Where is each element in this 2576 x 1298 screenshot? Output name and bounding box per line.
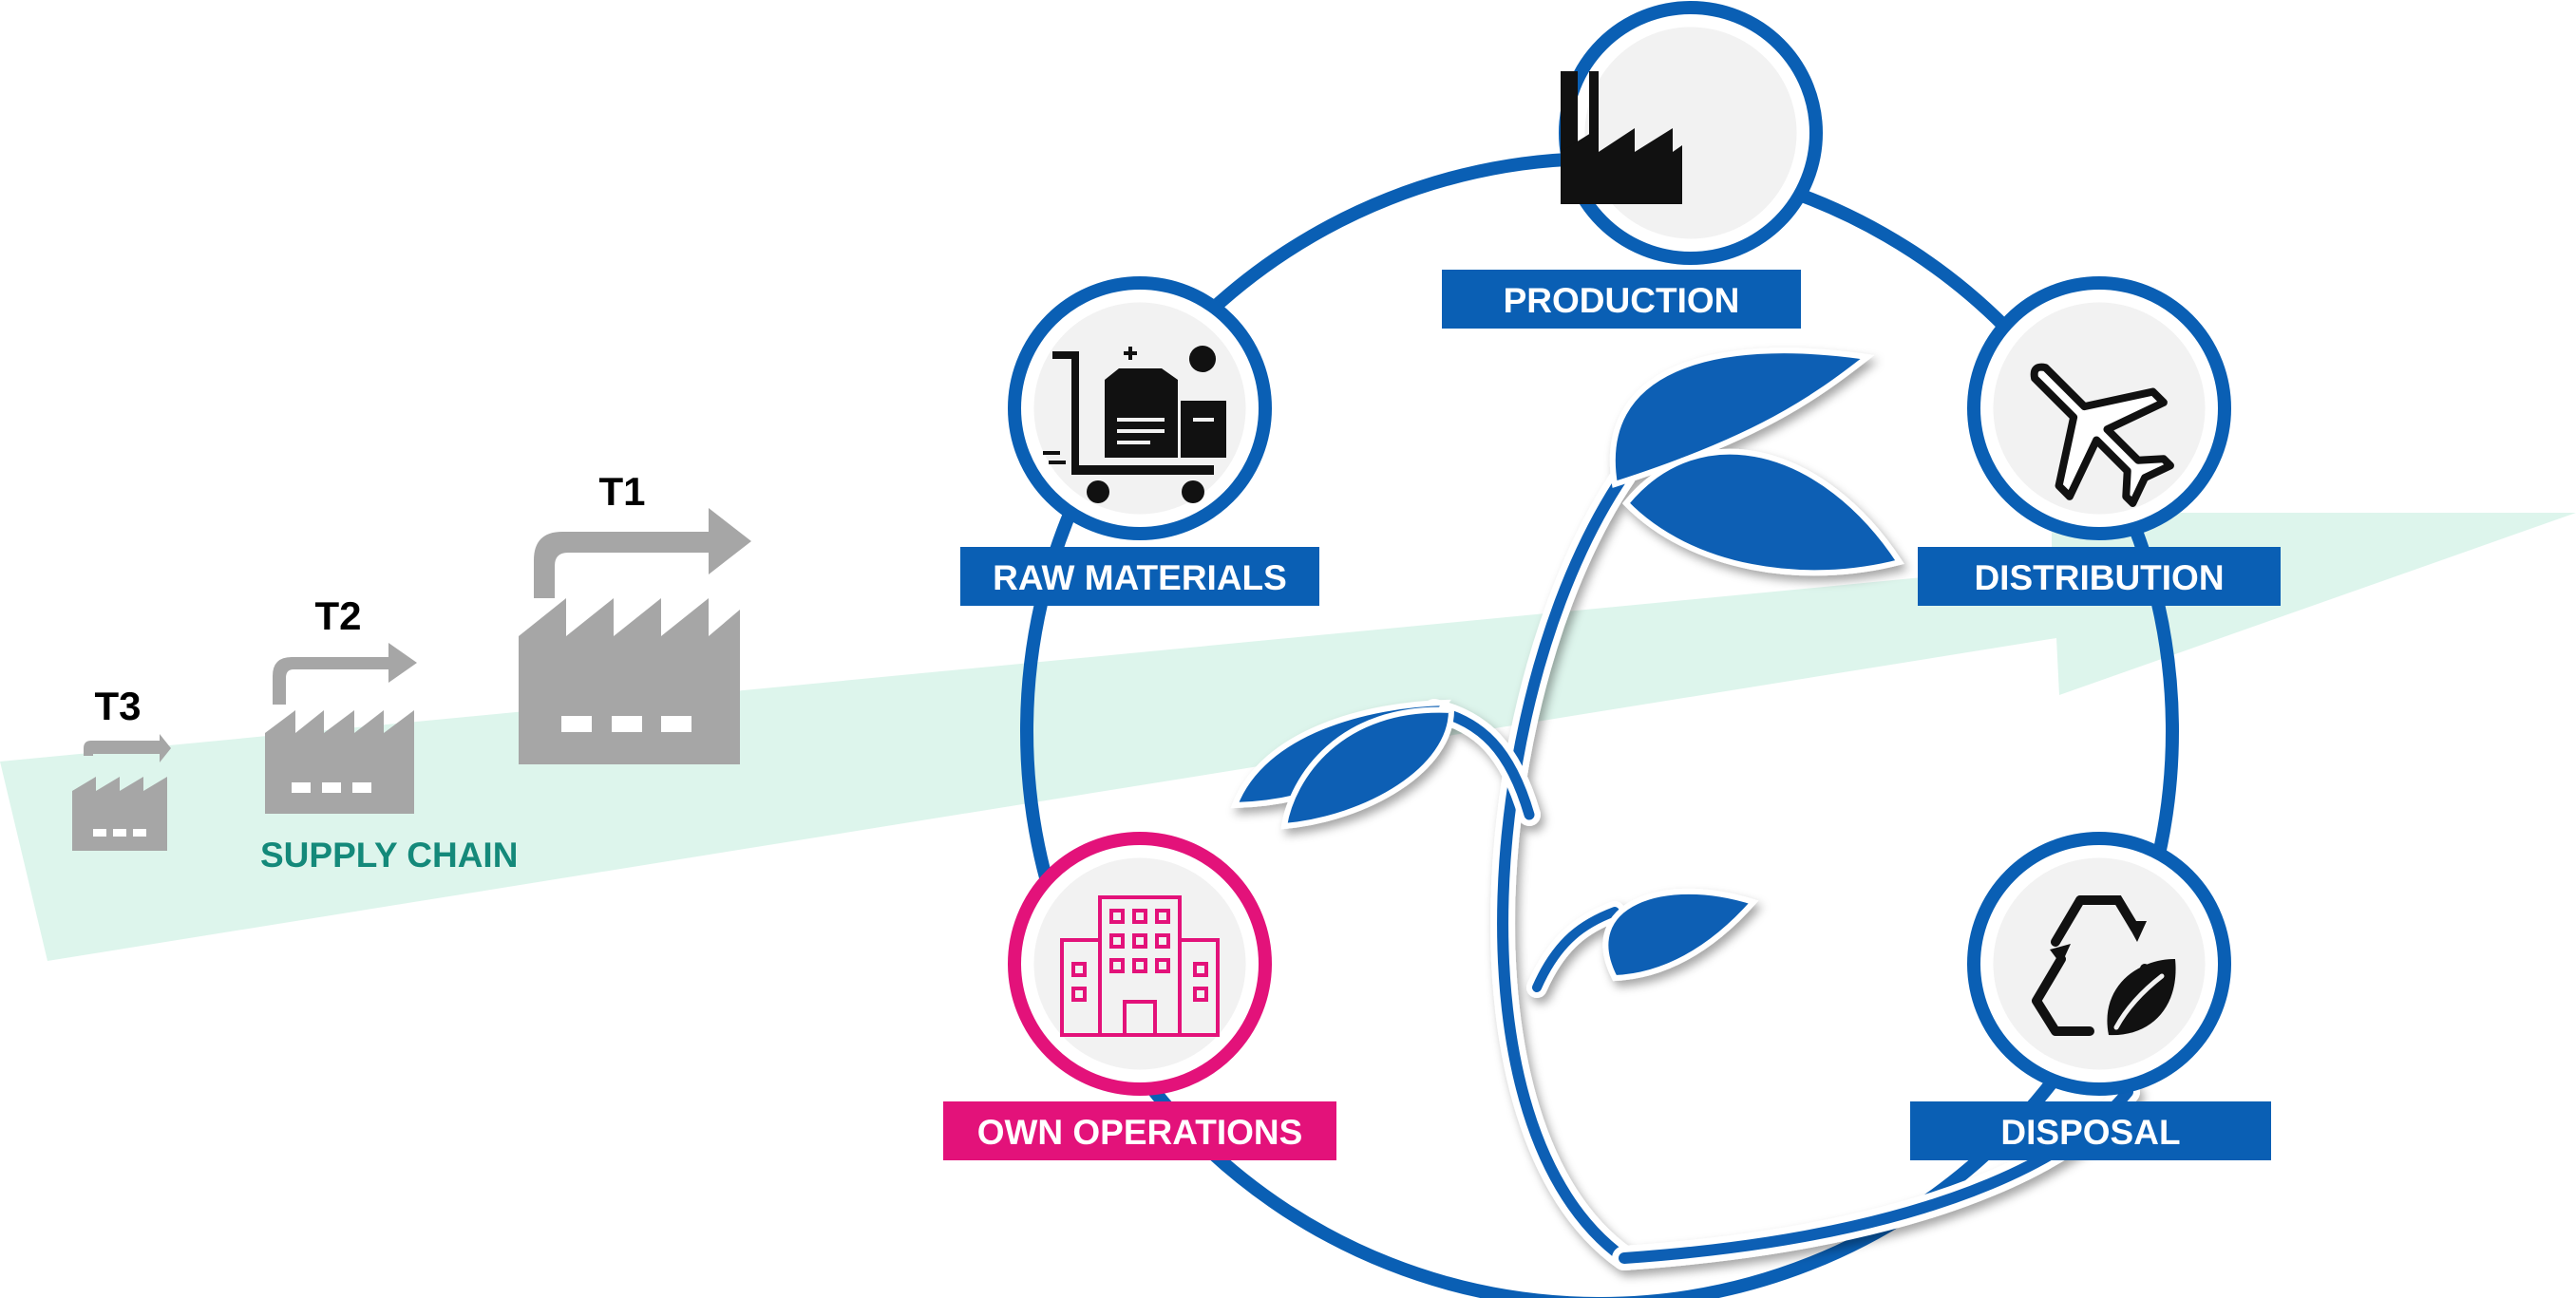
airplane-icon: [2030, 363, 2174, 507]
sprout-graphic: [1230, 348, 2140, 1270]
stage-label-own-operations: OWN OPERATIONS: [977, 1113, 1303, 1152]
tier-label-t3: T3: [94, 684, 141, 728]
stage-label-distribution: DISTRIBUTION: [1974, 558, 2224, 597]
office-building-icon: [1060, 895, 1220, 1037]
stage-own-operations: OWN OPERATIONS: [943, 832, 1336, 1160]
tier-2-factory-icon: [265, 643, 417, 814]
factory-icon: [1561, 71, 1682, 204]
tier-label-t2: T2: [314, 593, 361, 638]
stage-label-disposal: DISPOSAL: [2000, 1113, 2180, 1152]
stage-distribution: DISTRIBUTION: [1918, 276, 2281, 606]
tier-1-factory-icon: [519, 508, 751, 764]
tier-label-t1: T1: [598, 469, 645, 514]
stage-production: PRODUCTION: [1442, 1, 1823, 329]
supply-chain-label: SUPPLY CHAIN: [260, 836, 518, 875]
tier-3-factory-icon: [72, 734, 171, 851]
stage-label-raw-materials: RAW MATERIALS: [993, 558, 1287, 597]
stage-raw-materials: RAW MATERIALS: [960, 276, 1319, 606]
stage-disposal: DISPOSAL: [1910, 832, 2271, 1160]
supply-chain-arrow: [0, 513, 2576, 961]
raw-materials-icon: [1043, 346, 1226, 503]
recycle-leaf-icon: [2032, 895, 2176, 1036]
stage-label-production: PRODUCTION: [1504, 281, 1740, 320]
